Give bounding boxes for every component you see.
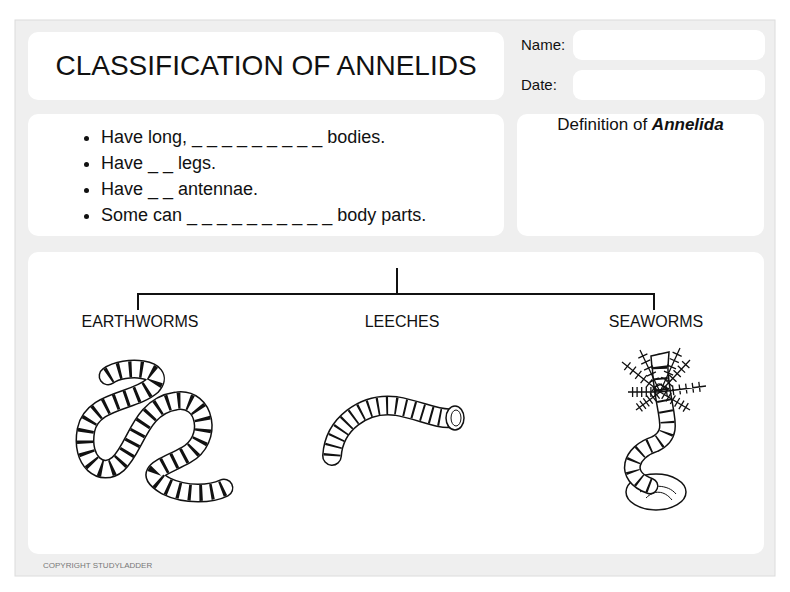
definition-term: Annelida [652,115,724,134]
crown-frond [636,391,660,412]
leech-segments [332,406,452,456]
tree-lines [137,268,655,310]
earthworm-illustration [85,369,224,493]
field-label: Date: [521,70,557,100]
seaworm-illustration [622,348,706,510]
field-label: Name: [521,30,565,60]
tree-branch [137,293,139,310]
group-label: SEAWORMS [607,313,706,331]
crown-frond [638,350,661,392]
definition-label: Definition of [557,115,647,134]
tree-branch [653,293,655,310]
fact-list: Have long, _ _ _ _ _ _ _ _ _ bodies.Have… [28,124,504,228]
tree-bar [137,293,655,295]
copyright-note: COPYRIGHT STUDYLADDER [43,561,152,571]
facts-panel: Have long, _ _ _ _ _ _ _ _ _ bodies.Have… [28,114,504,236]
crown-frond [660,390,690,411]
leech-illustration [332,406,464,456]
tree-panel [28,252,764,554]
seaworm-tube [632,362,667,486]
crown-frond [660,382,706,396]
worm-segments [85,369,224,493]
tree-stem [396,268,398,294]
group-label: EARTHWORMS [79,313,200,331]
background-frame [15,20,775,576]
input-box [573,30,765,60]
input-box [573,70,765,100]
seaworm-mouth [651,352,669,368]
form-field: Date: [518,70,765,100]
fact-line: Have _ _ antennae. [101,176,504,202]
worm-body [85,369,224,493]
worm-outline [85,369,224,493]
leech-body [332,406,452,456]
fact-line: Have _ _ legs. [101,150,504,176]
group-label: LEECHES [363,313,442,331]
seaworm-tube-outline [632,362,667,486]
leech-sucker-inner [451,410,461,426]
seaworm-crown [622,348,706,412]
leech-sucker [446,406,464,430]
title-panel: CLASSIFICATION OF ANNELIDS [28,32,504,100]
leech-outline [332,406,452,456]
form-field: Name: [518,30,765,60]
title-text: CLASSIFICATION OF ANNELIDS [55,50,476,82]
seaworm-segments [632,362,667,486]
definition-panel: Definition of Annelida [517,114,764,236]
fact-line: Have long, _ _ _ _ _ _ _ _ _ bodies. [101,124,504,150]
crown-frond [658,348,681,392]
definition-heading: Definition of Annelida [525,114,756,136]
fact-line: Some can _ _ _ _ _ _ _ _ _ _ body parts. [101,202,504,228]
